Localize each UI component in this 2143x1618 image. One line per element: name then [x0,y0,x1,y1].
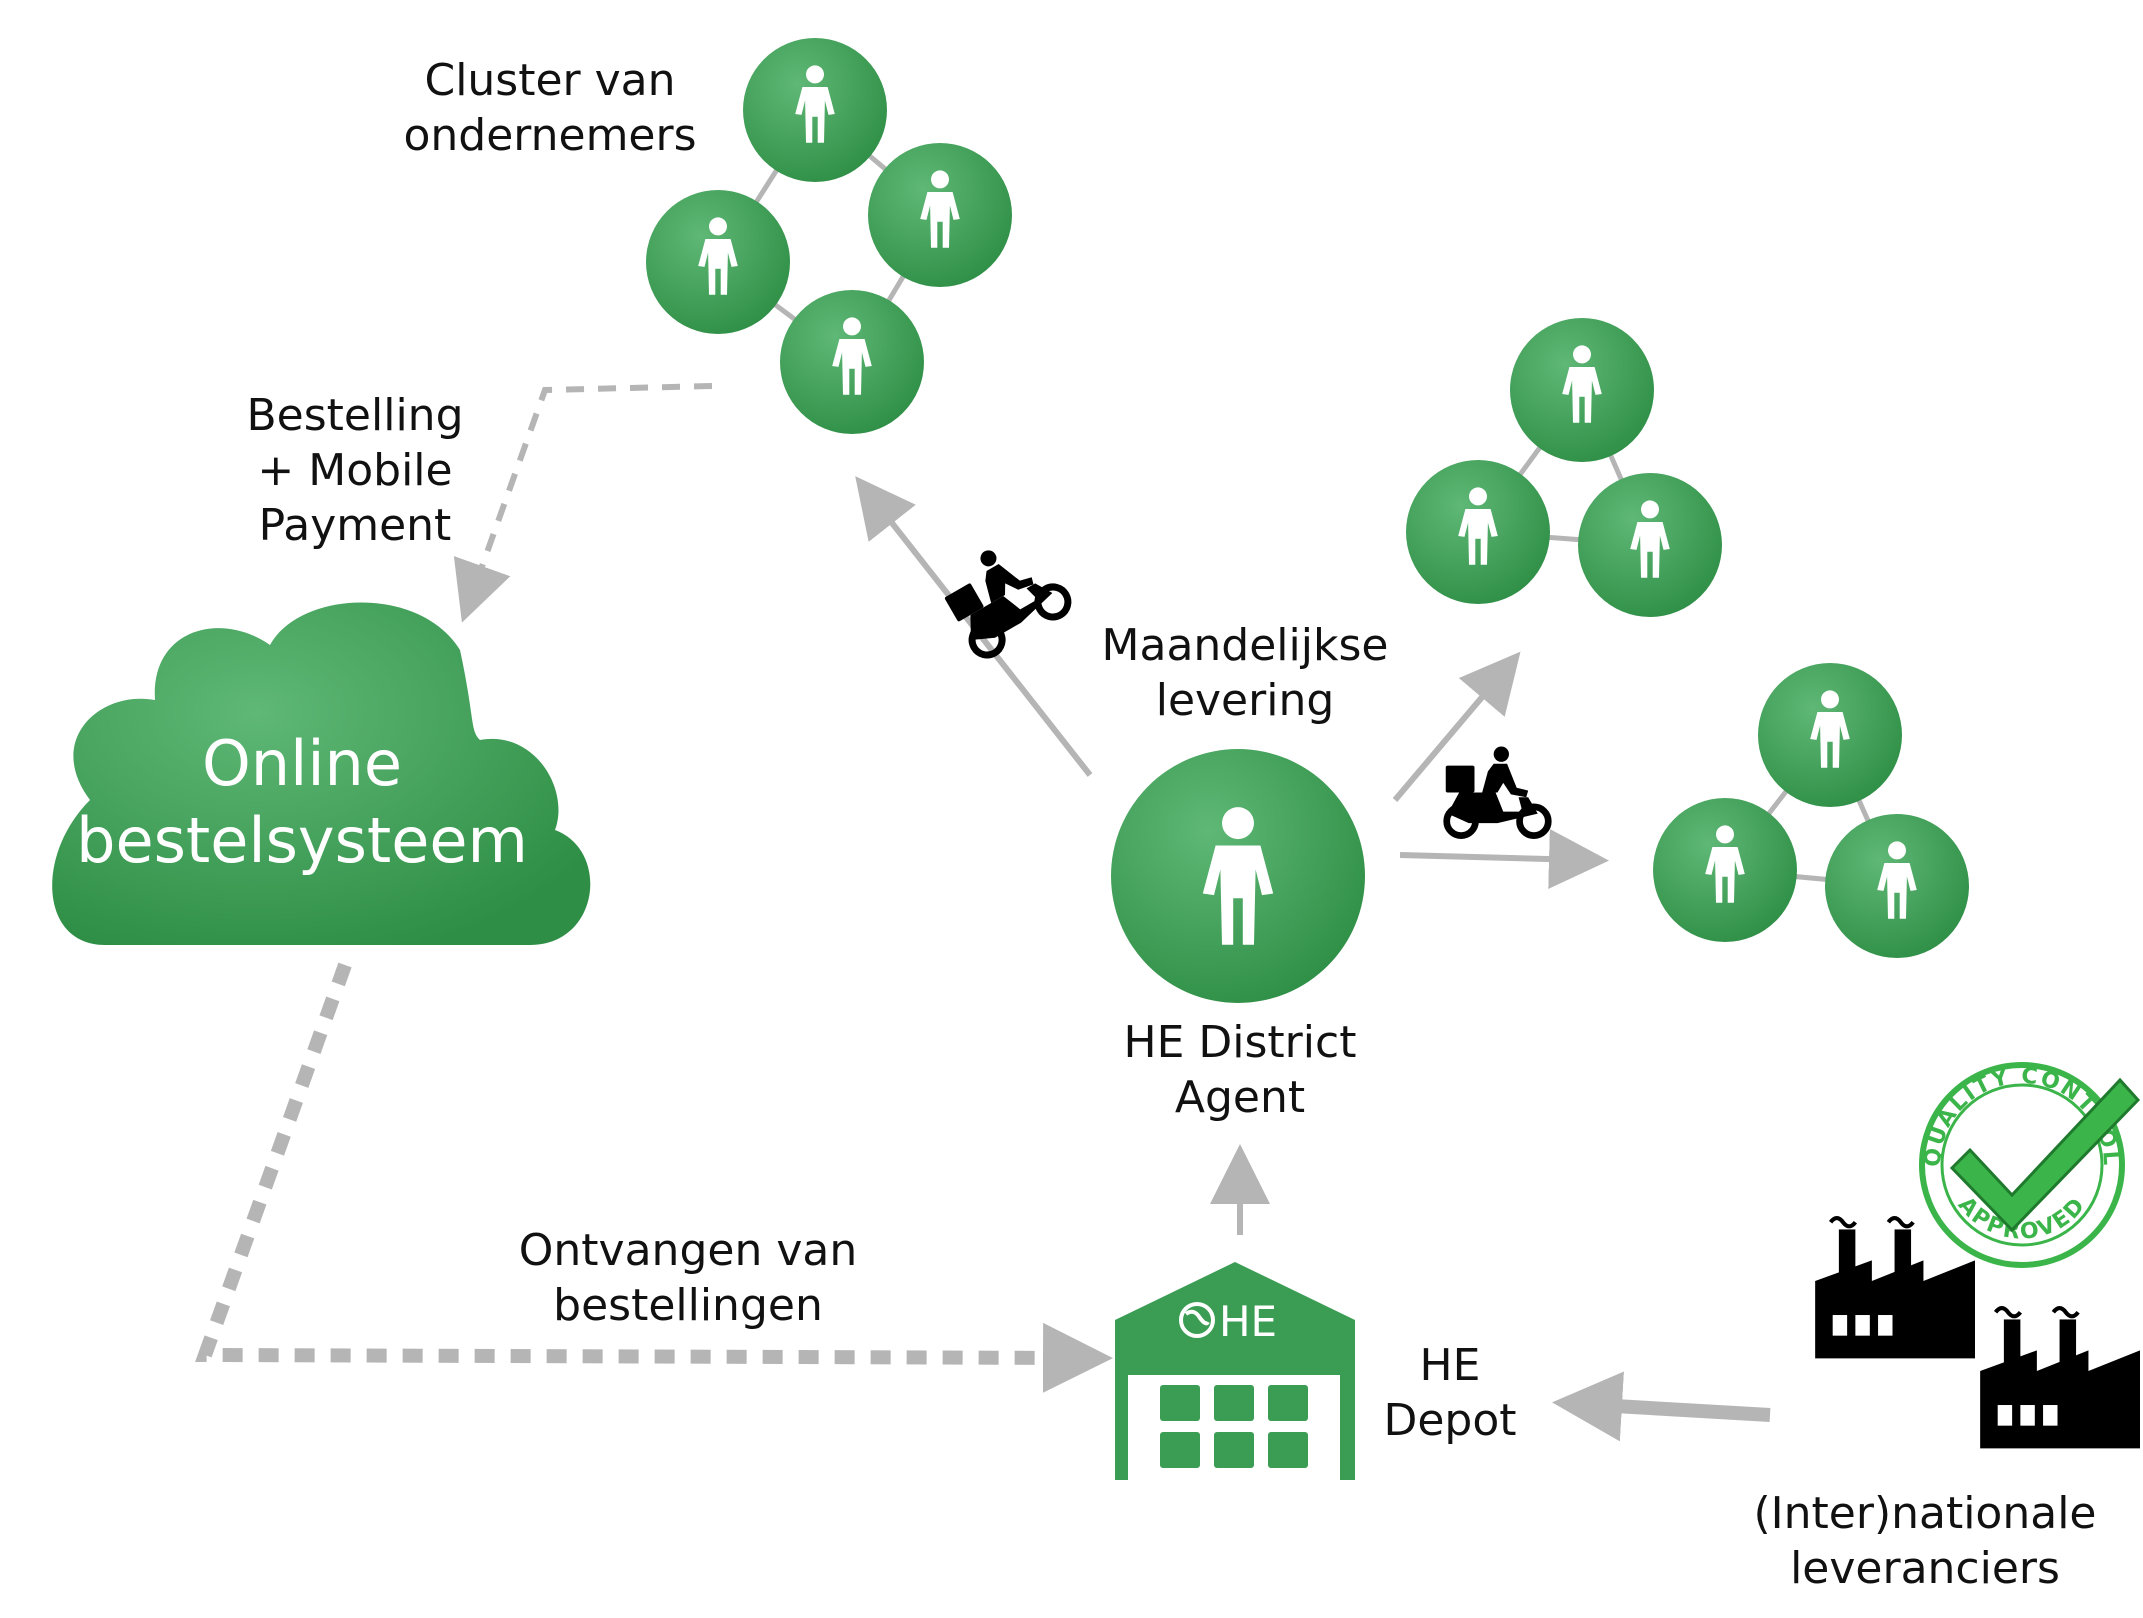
agent-label-line1: HE District [1124,1017,1357,1068]
online-ordering-cloud: Online bestelsysteem [52,602,591,945]
receive-label-line1: Ontvangen van [519,1225,857,1276]
entrepreneur-cluster-right-bottom [1653,663,1969,958]
entrepreneur-cluster-right-top [1406,318,1722,617]
monthly-delivery-line1: Maandelijkse [1102,620,1389,671]
delivery-scooter-icon [1446,747,1549,836]
order-flow-dashed-line [453,383,713,623]
cloud-title-line2: bestelsysteem [76,804,528,877]
factory-icon [1980,1308,2140,1448]
globe-icon [1179,1302,1215,1338]
order-label-line3: Payment [259,500,452,551]
suppliers-label-line2: leveranciers [1790,1543,2060,1594]
suppliers-label-line1: (Inter)nationale [1754,1488,2097,1539]
cloud-title-line1: Online [202,727,402,800]
depot-label-line1: HE [1420,1340,1481,1391]
cluster-title-line2: ondernemers [403,110,696,161]
cluster-title-line1: Cluster van [424,55,675,106]
receive-flow-dashed-line [195,962,1113,1393]
monthly-delivery-line2: levering [1156,675,1335,726]
order-label-line2: + Mobile [257,445,452,496]
agent-label-line2: Agent [1175,1072,1305,1123]
suppliers-to-depot-arrow [1552,1371,1771,1442]
district-agent [1111,749,1365,1003]
checkmark-icon [1949,1077,2141,1233]
depot-label-line2: Depot [1383,1395,1516,1446]
agent-to-cluster-right-top-arrow [1392,651,1521,802]
he-depot-building: HE [1115,1262,1355,1480]
quality-control-badge: QUALITY CONTROL APPROVED [1919,1062,2141,1268]
depot-sign-text: HE [1219,1297,1277,1346]
agent-to-cluster-right-bottom-arrow [1399,829,1609,890]
labels: Cluster van ondernemers Bestelling + Mob… [247,55,2097,1594]
entrepreneur-cluster-top [646,38,1012,434]
delivery-scooter-icon [934,527,1073,661]
receive-label-line2: bestellingen [553,1280,823,1331]
order-label-line1: Bestelling [247,390,464,441]
